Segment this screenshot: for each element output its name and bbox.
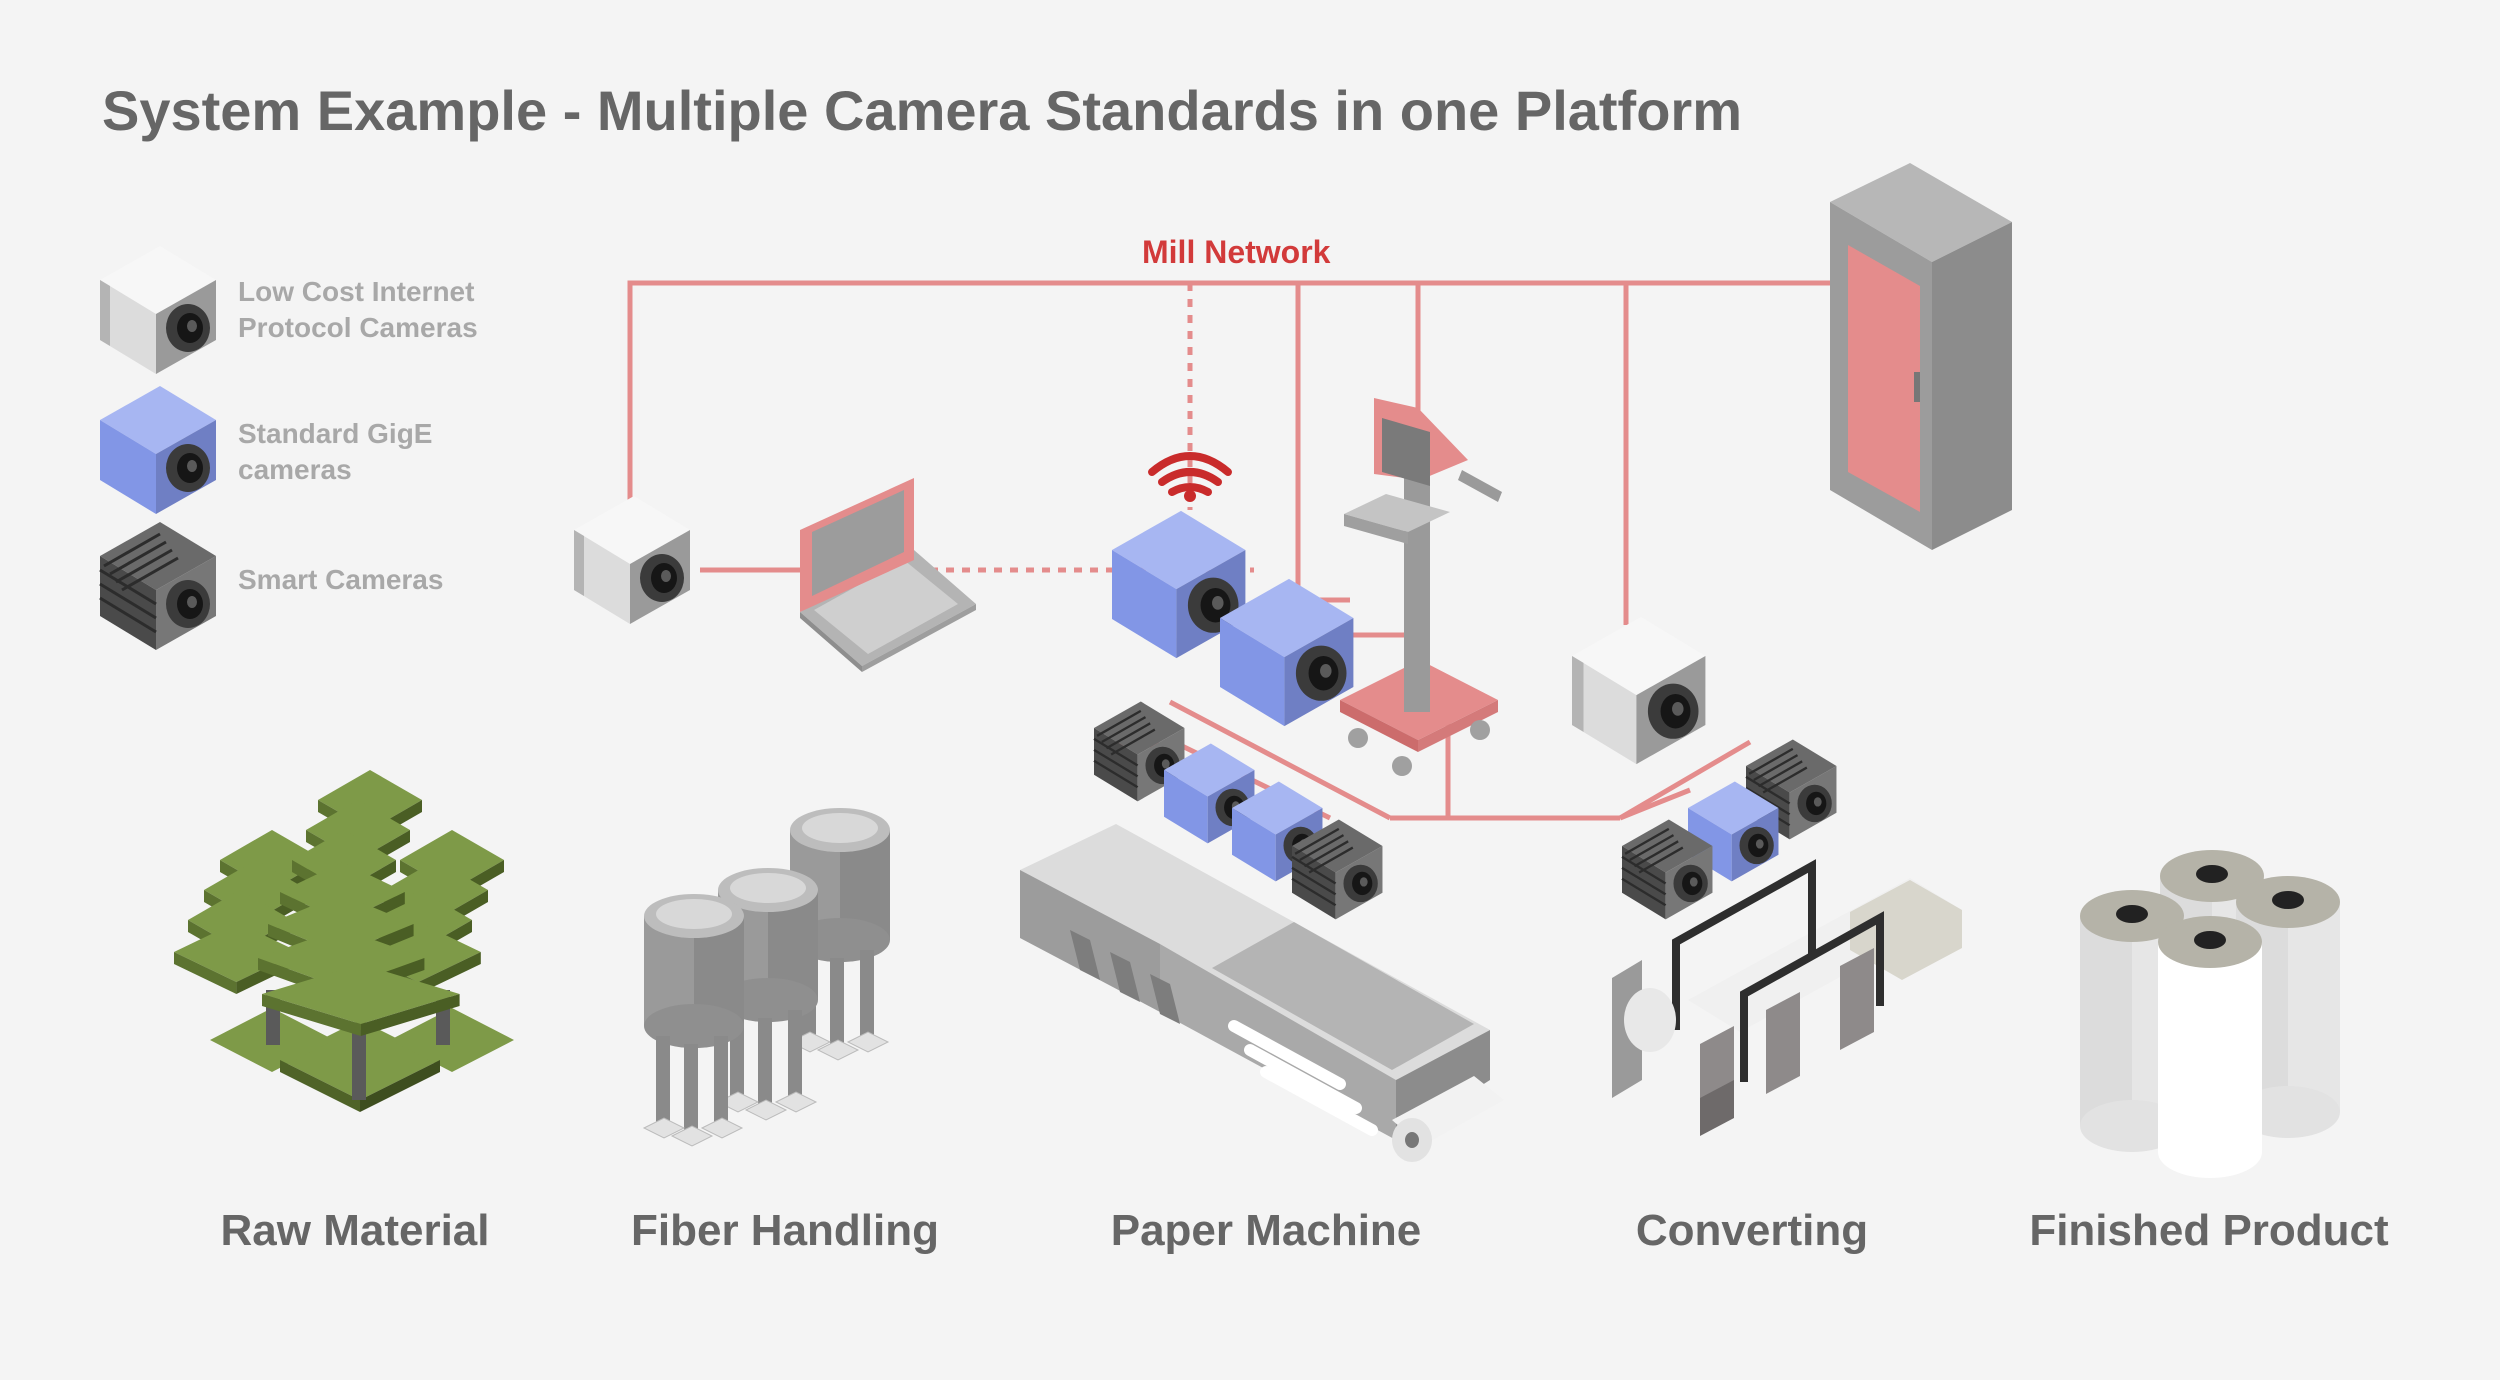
wifi-icon	[1148, 452, 1232, 502]
silos-icon	[643, 807, 891, 1147]
workstation-kiosk	[1340, 398, 1502, 776]
camera-cluster-converting	[1620, 738, 1838, 921]
legend-smart-cameras-line1: Smart Cameras	[238, 564, 444, 595]
page-title: System Example - Multiple Camera Standar…	[102, 79, 1742, 142]
stage-label-raw-material: Raw Material	[220, 1206, 490, 1255]
ip-camera-right	[1572, 616, 1706, 765]
legend-gige-cameras-line1: Standard GigE	[238, 418, 433, 449]
finished-rolls-icon	[2080, 850, 2340, 1178]
legend-gige-cameras-line2: cameras	[238, 454, 352, 485]
network-lines	[627, 280, 1836, 821]
ip-camera-left	[574, 496, 690, 624]
stage-label-fiber-handling: Fiber Handling	[631, 1206, 939, 1255]
legend-ip-cameras-line2: Protocol Cameras	[238, 312, 478, 343]
stage-label-converting: Converting	[1635, 1206, 1869, 1255]
paper-machine-icon	[1020, 824, 1504, 1162]
legend-ip-camera-icon	[100, 246, 216, 374]
legend-gige-camera-icon	[100, 386, 216, 514]
network-label: Mill Network	[1142, 234, 1331, 270]
legend-gige-cameras-label: Standard GigE cameras	[238, 416, 432, 488]
server-rack	[1830, 163, 2012, 550]
laptop-icon	[800, 478, 976, 672]
stage-label-finished-product: Finished Product	[2029, 1206, 2389, 1255]
converting-machine-icon	[1612, 859, 1962, 1136]
legend-smart-camera-icon	[98, 520, 218, 652]
trees-icon	[174, 770, 514, 1112]
legend-ip-cameras-line1: Low Cost Internet	[238, 276, 475, 307]
stage-label-paper-machine: Paper Machine	[1110, 1206, 1422, 1255]
legend-ip-cameras-label: Low Cost Internet Protocol Cameras	[238, 274, 478, 346]
legend-smart-cameras-label: Smart Cameras	[238, 562, 443, 598]
